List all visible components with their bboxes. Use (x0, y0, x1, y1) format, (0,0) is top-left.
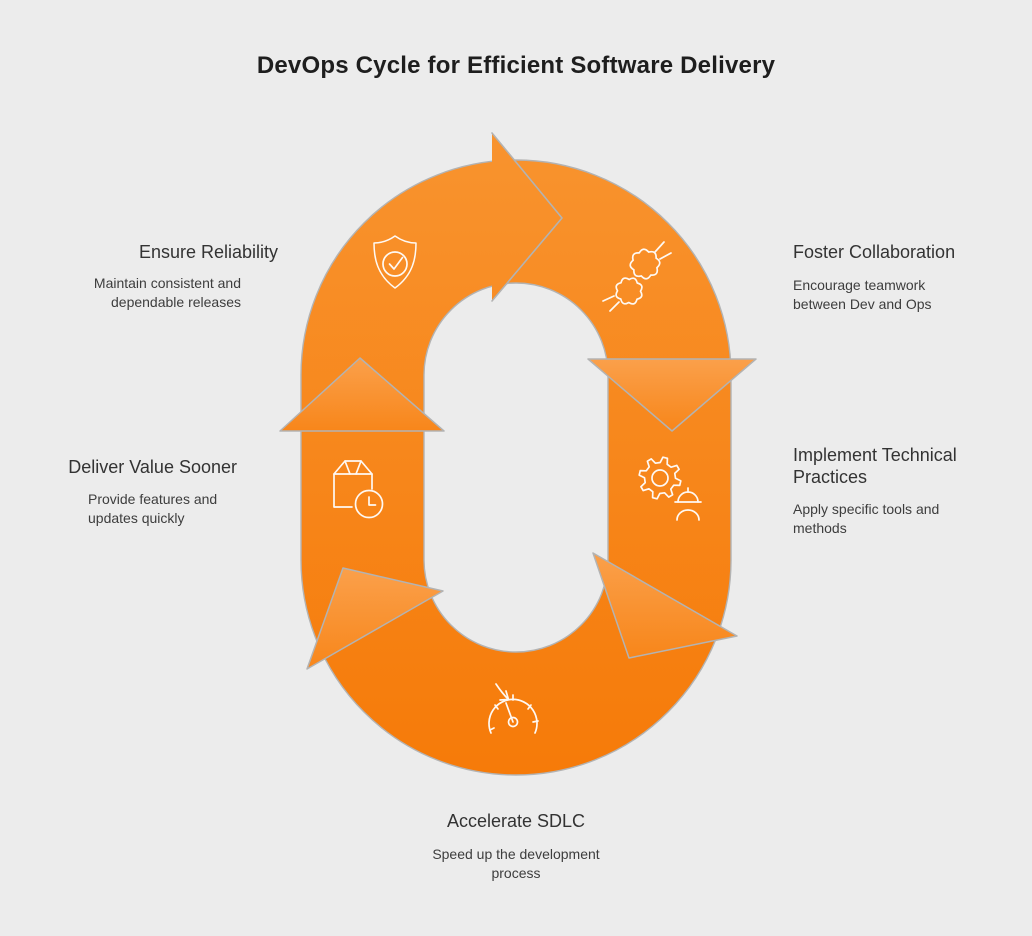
step-description: Apply specific tools and methods (793, 501, 940, 536)
cycle-arrowhead-right (587, 358, 757, 432)
step-description: Provide features and updates quickly (88, 491, 218, 526)
cycle-arrowhead-bottom-right (592, 552, 738, 659)
cycle-arrowhead-left (279, 357, 445, 432)
page-title: DevOps Cycle for Efficient Software Deli… (256, 52, 776, 79)
cycle-arrowhead-bottom-left (306, 567, 444, 670)
step-heading: Accelerate SDLC (446, 811, 586, 831)
cycle-arrowheads (279, 132, 757, 670)
step-description: Encourage teamwork between Dev and Ops (793, 277, 932, 312)
shield-check-icon (373, 235, 417, 289)
step-heading: Ensure Reliability (138, 242, 278, 262)
step-label-deliver-value-sooner: Deliver Value Sooner Provide features an… (40, 456, 237, 528)
step-label-foster-collaboration: Foster Collaboration Encourage teamwork … (793, 241, 1013, 314)
speedometer-icon (488, 683, 539, 734)
step-label-accelerate-sdlc: Accelerate SDLC Speed up the development… (420, 810, 612, 883)
step-heading: Implement Technical Practices (793, 445, 957, 487)
step-label-implement-technical-practices: Implement Technical Practices Apply spec… (793, 444, 983, 538)
cycle-arrowhead-top (492, 133, 562, 301)
step-heading: Deliver Value Sooner (68, 457, 237, 477)
step-description: Speed up the development process (432, 846, 600, 881)
engineer-gear-icon (638, 456, 702, 521)
step-label-ensure-reliability: Ensure Reliability Maintain consistent a… (40, 241, 278, 312)
package-clock-icon (333, 460, 384, 519)
fist-bump-icon (602, 241, 672, 312)
step-heading: Foster Collaboration (793, 242, 956, 262)
step-description: Maintain consistent and dependable relea… (93, 275, 241, 310)
